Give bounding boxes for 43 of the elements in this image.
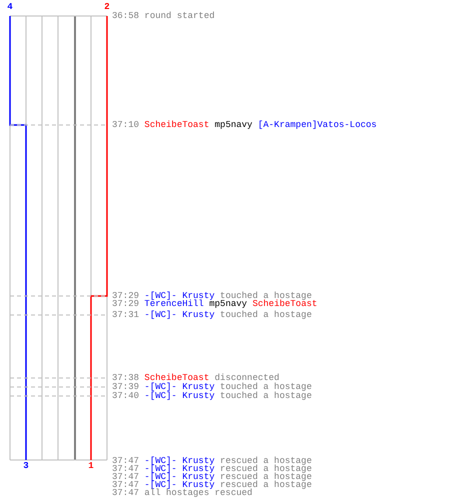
weapon-name: mp5navy	[214, 120, 252, 130]
player-name: -[WC]- Krusty	[144, 480, 215, 490]
timestamp: 37:29	[112, 291, 140, 301]
player-name: ScheibeToast	[144, 373, 210, 383]
timestamp: 36:58	[112, 11, 140, 21]
event-text: disconnected	[214, 373, 280, 383]
event-text: round started	[144, 11, 215, 21]
timestamp: 37:47	[112, 472, 140, 482]
player-name: ScheibeToast	[252, 299, 318, 309]
count-number: 3	[23, 462, 29, 470]
event-text: touched a hostage	[220, 391, 312, 401]
timestamp: 37:31	[112, 310, 140, 320]
player-name: -[WC]- Krusty	[144, 472, 215, 482]
timestamp: 37:38	[112, 373, 140, 383]
timestamp: 37:47	[112, 464, 140, 474]
timestamp: 37:39	[112, 382, 140, 392]
player-name: -[WC]- Krusty	[144, 456, 215, 466]
player-name: -[WC]- Krusty	[144, 310, 215, 320]
event-text: rescued a hostage	[220, 456, 312, 466]
timestamp: 37:29	[112, 299, 140, 309]
timestamp: 37:47	[112, 488, 140, 498]
event-text: touched a hostage	[220, 382, 312, 392]
player-name: -[WC]- Krusty	[144, 391, 215, 401]
timestamp: 37:10	[112, 120, 140, 130]
event-text: rescued a hostage	[220, 480, 312, 490]
event-text: touched a hostage	[220, 291, 312, 301]
timestamp: 37:47	[112, 456, 140, 466]
player-name: ScheibeToast	[144, 120, 210, 130]
event-text: rescued a hostage	[220, 464, 312, 474]
player-name: -[WC]- Krusty	[144, 382, 215, 392]
timestamp: 37:47	[112, 480, 140, 490]
count-number: 4	[7, 3, 13, 11]
player-name: -[WC]- Krusty	[144, 464, 215, 474]
count-number: 1	[88, 462, 94, 470]
player-name: TerenceHill	[144, 299, 204, 309]
count-number: 2	[104, 3, 110, 11]
player-name: -[WC]- Krusty	[144, 291, 215, 301]
timestamp: 37:40	[112, 391, 140, 401]
player-name: [A-Krampen]Vatos-Locos	[258, 120, 377, 130]
event-text: all hostages rescued	[144, 488, 252, 498]
weapon-name: mp5navy	[209, 299, 248, 309]
event-text: rescued a hostage	[220, 472, 312, 482]
event-text: touched a hostage	[220, 310, 312, 320]
